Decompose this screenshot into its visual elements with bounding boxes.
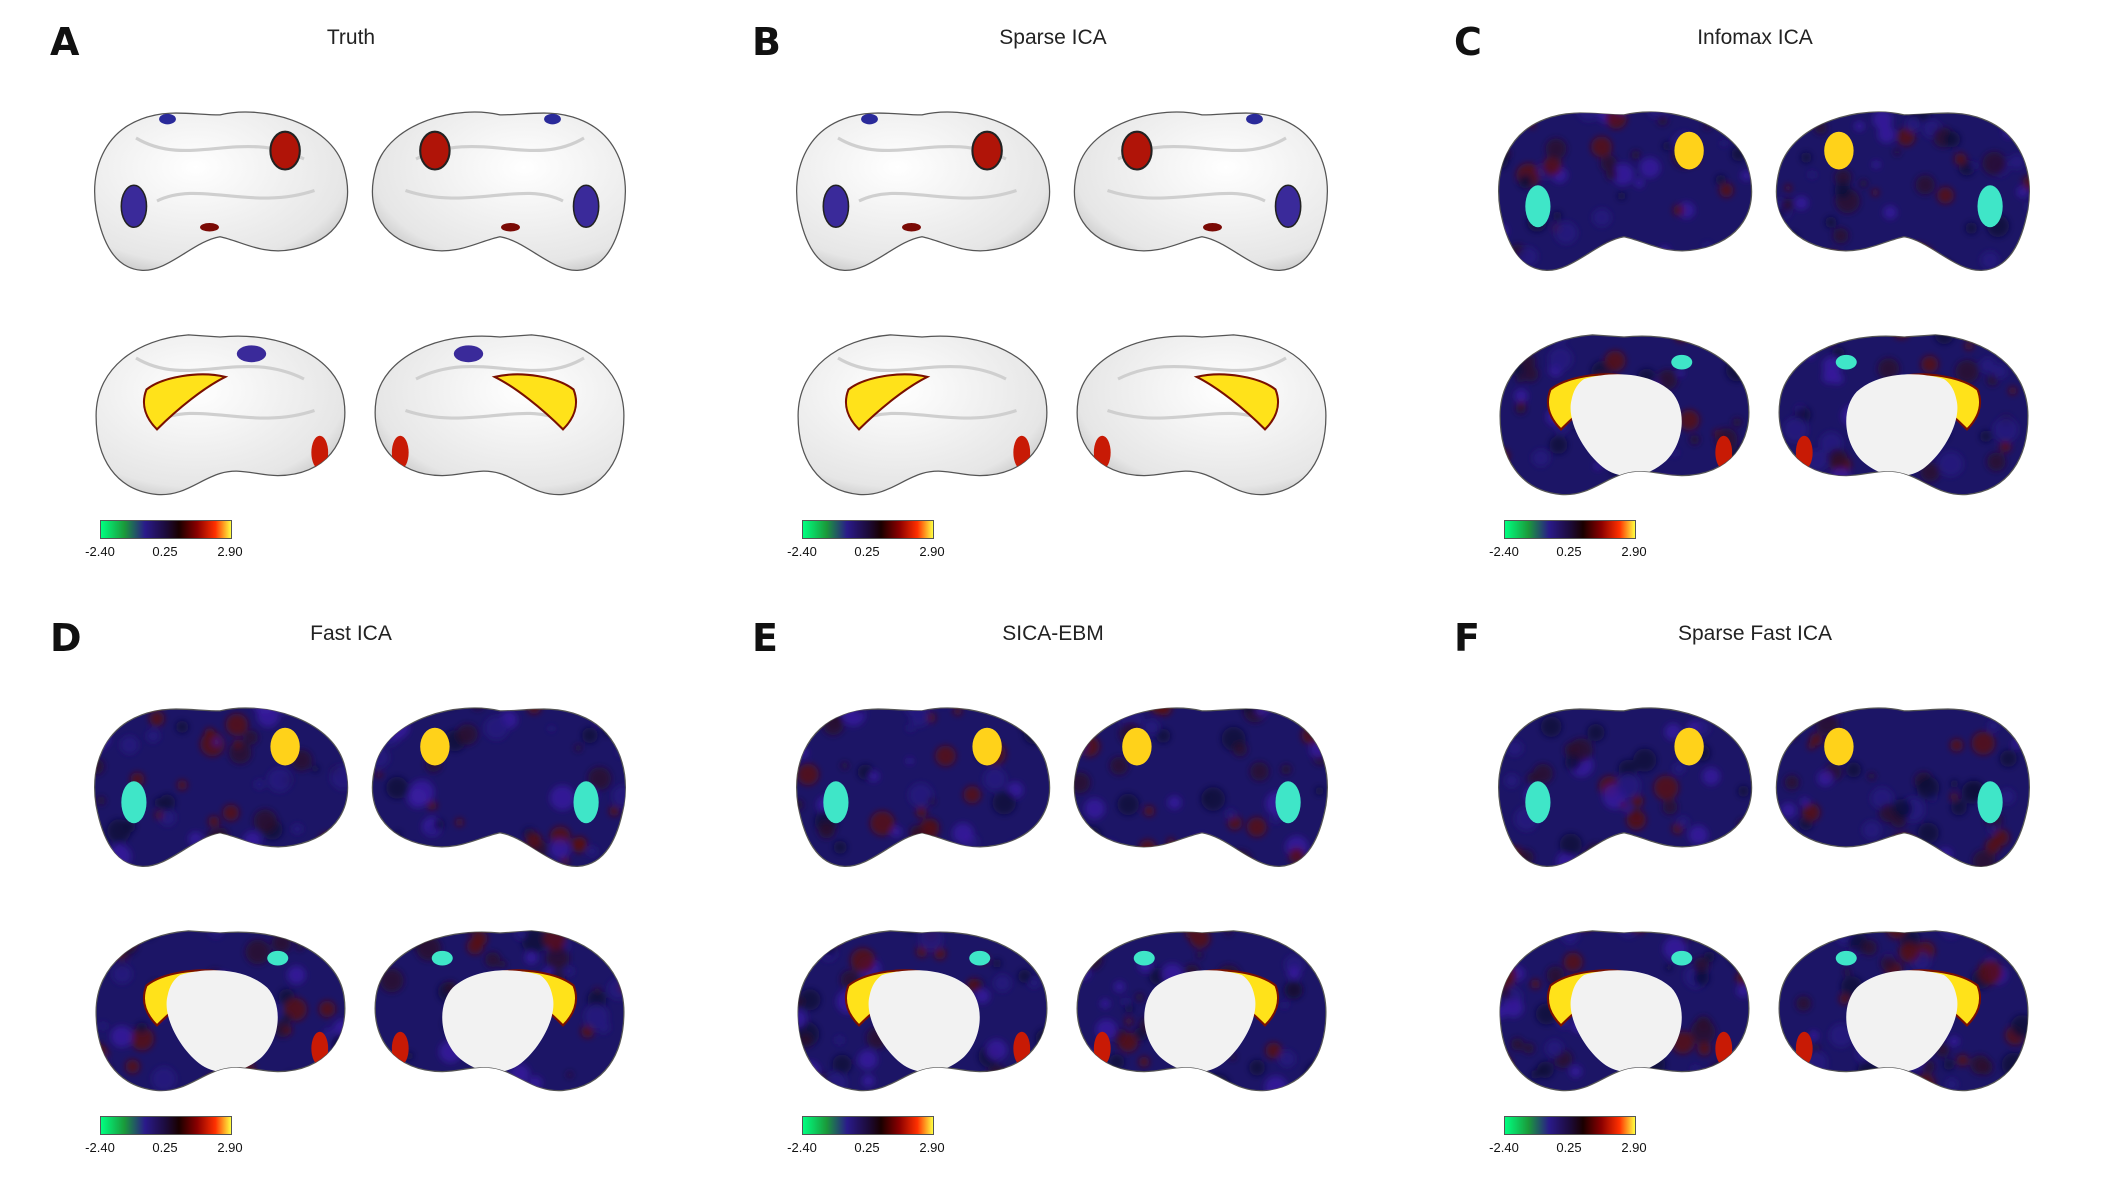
left-medial-view bbox=[797, 334, 1048, 496]
right-lateral-view bbox=[371, 707, 626, 867]
left-lateral-view bbox=[796, 111, 1051, 271]
brain-surface-maps bbox=[1498, 707, 2030, 1092]
right-lateral-view bbox=[1775, 707, 2030, 867]
left-lateral-view bbox=[796, 707, 1051, 867]
brain-surface-maps bbox=[94, 111, 626, 496]
colorbar-max-label: 2.90 bbox=[919, 1140, 945, 1155]
colorbar-max-label: 2.90 bbox=[217, 1140, 243, 1155]
panel-letter: D bbox=[50, 616, 82, 660]
panel-c: C Infomax ICA -2.40 0.25 2.90 bbox=[1404, 0, 2106, 596]
colorbar-max-label: 2.90 bbox=[1621, 1140, 1647, 1155]
panel-d: D Fast ICA -2.40 0.25 2.90 bbox=[0, 596, 702, 1192]
panel-b: B Sparse ICA -2.40 0.25 2.90 bbox=[702, 0, 1404, 596]
colorbar bbox=[100, 520, 232, 539]
colorbar bbox=[802, 1116, 934, 1135]
colorbar-mid-label: 0.25 bbox=[1556, 1140, 1582, 1155]
colorbar-max-label: 2.90 bbox=[919, 544, 945, 559]
colorbar-mid-label: 0.25 bbox=[854, 1140, 880, 1155]
panel-letter: F bbox=[1454, 616, 1480, 660]
panel-e: E SICA-EBM -2.40 0.25 2.90 bbox=[702, 596, 1404, 1192]
right-lateral-view bbox=[1073, 111, 1328, 271]
colorbar bbox=[1504, 1116, 1636, 1135]
colorbar-mid-label: 0.25 bbox=[1556, 544, 1582, 559]
panel-title: Sparse Fast ICA bbox=[1677, 622, 1833, 645]
panel-title: SICA-EBM bbox=[1002, 622, 1104, 645]
right-medial-view bbox=[1778, 930, 2029, 1092]
panel-title: Fast ICA bbox=[310, 622, 392, 645]
panel-letter: A bbox=[50, 20, 80, 64]
colorbar-min-label: -2.40 bbox=[85, 1140, 115, 1155]
brain-surface-maps bbox=[1498, 111, 2030, 496]
colorbar-min-label: -2.40 bbox=[1489, 544, 1519, 559]
panel-f: F Sparse Fast ICA -2.40 0.25 2.90 bbox=[1404, 596, 2106, 1192]
right-lateral-view bbox=[1073, 707, 1328, 867]
colorbar-min-label: -2.40 bbox=[1489, 1140, 1519, 1155]
colorbar bbox=[802, 520, 934, 539]
panel-title: Infomax ICA bbox=[1697, 26, 1813, 49]
panel-letter: B bbox=[752, 20, 781, 64]
right-medial-view bbox=[1076, 930, 1327, 1092]
brain-surface-maps bbox=[796, 111, 1328, 496]
left-medial-view bbox=[797, 930, 1048, 1092]
left-lateral-view bbox=[1498, 707, 1753, 867]
colorbar-min-label: -2.40 bbox=[787, 544, 817, 559]
left-medial-view bbox=[95, 334, 346, 496]
brain-surface-maps bbox=[796, 707, 1328, 1092]
panel-a: A Truth -2.40 0.25 2.90 bbox=[0, 0, 702, 596]
right-lateral-view bbox=[1775, 111, 2030, 271]
left-lateral-view bbox=[1498, 111, 1753, 271]
colorbar-mid-label: 0.25 bbox=[854, 544, 880, 559]
right-medial-view bbox=[374, 334, 625, 496]
colorbar-min-label: -2.40 bbox=[85, 544, 115, 559]
right-lateral-view bbox=[371, 111, 626, 271]
colorbar bbox=[1504, 520, 1636, 539]
colorbar-mid-label: 0.25 bbox=[152, 544, 178, 559]
left-medial-view bbox=[95, 930, 346, 1092]
left-medial-view bbox=[1499, 334, 1750, 496]
right-medial-view bbox=[374, 930, 625, 1092]
right-medial-view bbox=[1076, 334, 1327, 496]
panel-letter: E bbox=[752, 616, 778, 660]
colorbar-mid-label: 0.25 bbox=[152, 1140, 178, 1155]
left-lateral-view bbox=[94, 707, 349, 867]
left-medial-view bbox=[1499, 930, 1750, 1092]
brain-surface-maps bbox=[94, 707, 626, 1092]
colorbar bbox=[100, 1116, 232, 1135]
panel-title: Sparse ICA bbox=[999, 26, 1107, 49]
left-lateral-view bbox=[94, 111, 349, 271]
panel-title: Truth bbox=[326, 26, 376, 49]
panel-letter: C bbox=[1454, 20, 1482, 64]
colorbar-max-label: 2.90 bbox=[217, 544, 243, 559]
colorbar-max-label: 2.90 bbox=[1621, 544, 1647, 559]
colorbar-min-label: -2.40 bbox=[787, 1140, 817, 1155]
right-medial-view bbox=[1778, 334, 2029, 496]
